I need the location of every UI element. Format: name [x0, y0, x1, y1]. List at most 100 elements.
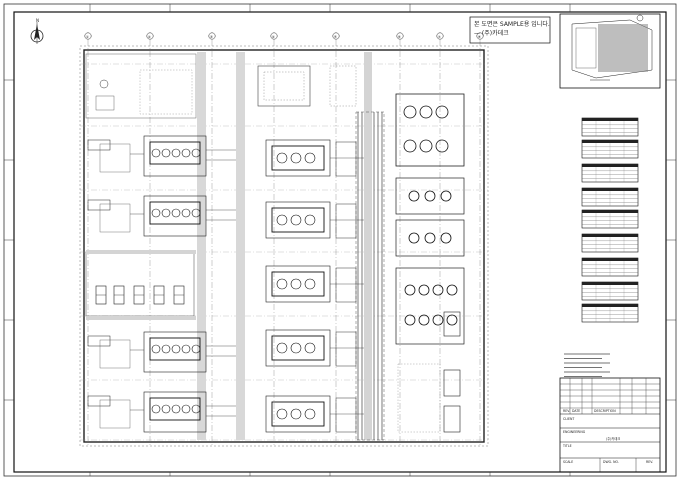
pump-skid: [443, 405, 461, 433]
pump-icon: [408, 190, 420, 202]
middle-unit-frame: [265, 329, 331, 367]
scale-label: SCALE: [563, 460, 574, 464]
middle-unit-motor: [276, 278, 288, 290]
middle-unit-motor: [304, 342, 316, 354]
description-label: DESCRIPTION: [594, 409, 616, 413]
client-label: CLIENT: [563, 417, 575, 421]
sample-note-line1: 본 도면은 SAMPLE용 입니다.: [474, 21, 550, 28]
middle-unit-frame: [265, 201, 331, 239]
dwg-no-label: DWG. NO.: [603, 460, 619, 464]
pump-station-1: [395, 93, 465, 167]
plan-boundary: [83, 49, 485, 443]
top-left-room: [85, 53, 197, 119]
rev2-label: REV.: [646, 460, 654, 464]
pump-skid: [443, 311, 461, 337]
border-ticks: [4, 4, 676, 476]
middle-unit: [265, 201, 364, 239]
unit-motor: [161, 404, 171, 414]
top-center-equipment-inner: [263, 71, 305, 101]
top-center-equipment: [257, 65, 311, 107]
pump-icon: [435, 105, 449, 119]
key-plan: [571, 14, 653, 81]
grid-column-label: ③: [210, 35, 213, 39]
grid-bubble: [396, 32, 404, 40]
middle-unit: [265, 139, 364, 177]
unit-motor: [191, 208, 201, 218]
small-box: [95, 95, 115, 111]
middle-unit-motor: [290, 342, 302, 354]
left-unit: [87, 135, 236, 177]
pump-icon: [403, 105, 417, 119]
pump-icon: [432, 314, 444, 326]
middle-unit: [265, 265, 364, 303]
unit-motor: [181, 208, 191, 218]
grid-column-label: ①: [86, 35, 89, 39]
unit-motor: [151, 344, 161, 354]
pump-circles: [403, 105, 461, 433]
middle-unit-motor: [276, 408, 288, 420]
grid-column-label: ②: [148, 35, 151, 39]
hatched-area-bottom: [397, 363, 441, 433]
unit-motor: [181, 148, 191, 158]
pump-icon: [408, 232, 420, 244]
middle-unit-motor: [290, 214, 302, 226]
pump-icon: [419, 105, 433, 119]
pump-station-4: [395, 267, 465, 345]
middle-unit: [265, 395, 364, 433]
grid-column-label: ④: [272, 35, 275, 39]
middle-unit-motor: [290, 278, 302, 290]
middle-unit-inner: [271, 145, 325, 171]
unit-motor: [171, 208, 181, 218]
pump-icon: [435, 139, 449, 153]
unit-motor: [191, 148, 201, 158]
middle-equipment-units: [265, 139, 364, 433]
legend-table-header: [582, 210, 638, 213]
grid-bubble: [84, 32, 92, 40]
unit-motor: [161, 148, 171, 158]
tank-row: [95, 285, 185, 305]
engineering-label: ENGINEERING: [563, 430, 586, 434]
unit-motor: [181, 344, 191, 354]
middle-unit-inner: [271, 335, 325, 361]
middle-unit-motor: [290, 152, 302, 164]
general-notes: [564, 353, 610, 377]
grid-bubble: [146, 32, 154, 40]
rev-label: REV.: [563, 409, 571, 413]
sample-note-line2: — (주)카데크: [474, 30, 509, 37]
legend-table-header: [582, 164, 638, 167]
middle-unit-motor: [276, 342, 288, 354]
grid-bubble: [476, 32, 484, 40]
corridor-3: [364, 52, 372, 440]
middle-unit-frame: [265, 265, 331, 303]
grid-column-label: ⑤: [334, 35, 337, 39]
middle-unit: [265, 329, 364, 367]
left-unit: [87, 331, 236, 373]
key-plan-frame: [559, 13, 661, 89]
grid-column-label: ⑧: [478, 35, 482, 39]
pump-icon: [424, 232, 436, 244]
unit-motor: [191, 344, 201, 354]
pump-icon: [424, 190, 436, 202]
tank-room: [85, 251, 195, 317]
left-unit: [87, 195, 236, 237]
middle-unit-motor: [304, 152, 316, 164]
legend-table-header: [582, 282, 638, 285]
plan-outer-line: [79, 45, 489, 447]
pump-icon: [446, 284, 458, 296]
equipment-legend-tables: [581, 117, 639, 323]
pipe-rack: [355, 111, 385, 441]
pump-icon: [418, 284, 430, 296]
middle-unit-inner: [271, 207, 325, 233]
engineering-value: (주)카데크: [606, 437, 621, 441]
pump-icon: [419, 139, 433, 153]
grid-column-label: ⑦: [438, 35, 441, 39]
pump-skid: [443, 369, 461, 397]
legend-table-header: [582, 258, 638, 261]
unit-body: [143, 195, 207, 237]
middle-unit-motor: [290, 408, 302, 420]
middle-unit-side: [335, 397, 357, 433]
pump-station-3: [395, 219, 465, 257]
